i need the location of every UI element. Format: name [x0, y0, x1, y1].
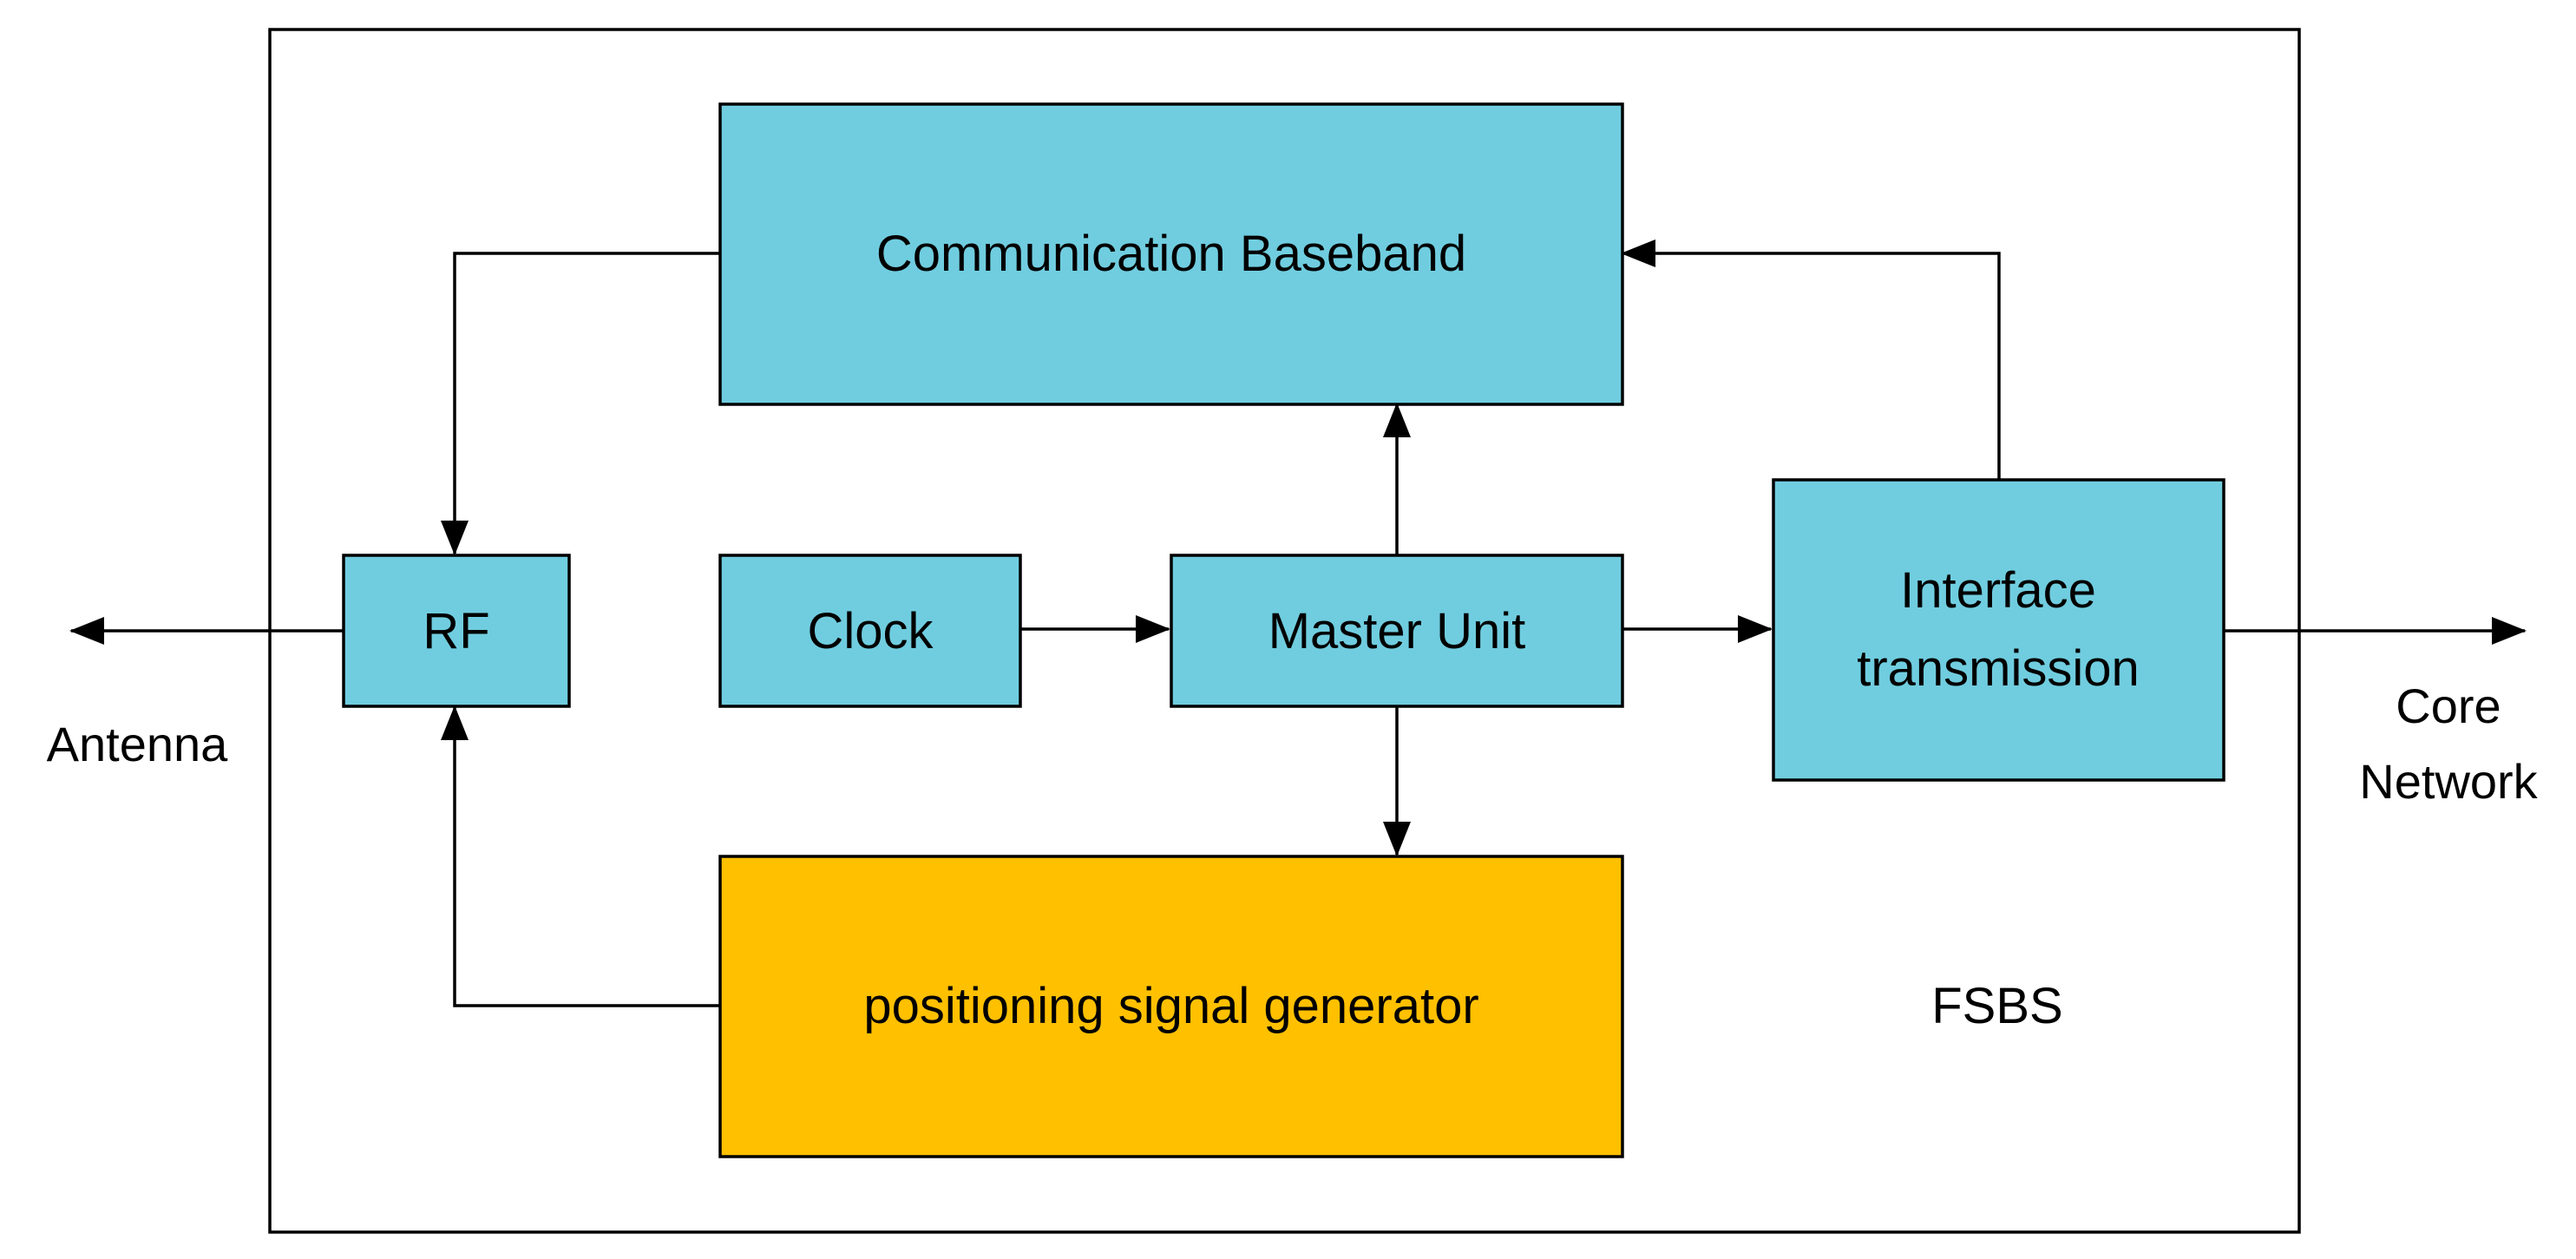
- interface-transmission-box: [1772, 478, 2225, 782]
- clock-label: Clock: [807, 603, 934, 659]
- interface-transmission-block: Interface transmission: [1772, 478, 2225, 782]
- positioning-signal-generator-block: positioning signal generator: [718, 855, 1624, 1158]
- arrow-positioning-to-rf: [441, 705, 720, 1007]
- core-network-label-line2: Network: [2359, 754, 2538, 809]
- positioning-signal-generator-label: positioning signal generator: [863, 978, 1478, 1034]
- fsbs-label: FSBS: [1931, 978, 2063, 1034]
- communication-baseband-block: Communication Baseband: [718, 102, 1624, 406]
- master-unit-box: [1170, 554, 1624, 708]
- arrow-baseband-to-rf: [441, 252, 720, 555]
- clock-box: [718, 554, 1022, 708]
- interface-label-line1: Interface: [1900, 562, 2096, 619]
- communication-baseband-label: Communication Baseband: [876, 226, 1466, 282]
- core-network-label-line1: Core: [2396, 679, 2501, 733]
- positioning-signal-generator-box: [718, 855, 1624, 1158]
- master-unit-block: Master Unit: [1170, 554, 1624, 708]
- arrow-interface-to-baseband: [1621, 239, 2001, 480]
- master-unit-label: Master Unit: [1268, 603, 1526, 659]
- clock-block: Clock: [718, 554, 1022, 708]
- interface-label-line2: transmission: [1857, 640, 2140, 697]
- rf-block: RF: [342, 554, 571, 708]
- antenna-label: Antenna: [47, 717, 228, 771]
- rf-box: [342, 554, 571, 708]
- rf-label: RF: [423, 603, 489, 659]
- communication-baseband-box: [718, 102, 1624, 406]
